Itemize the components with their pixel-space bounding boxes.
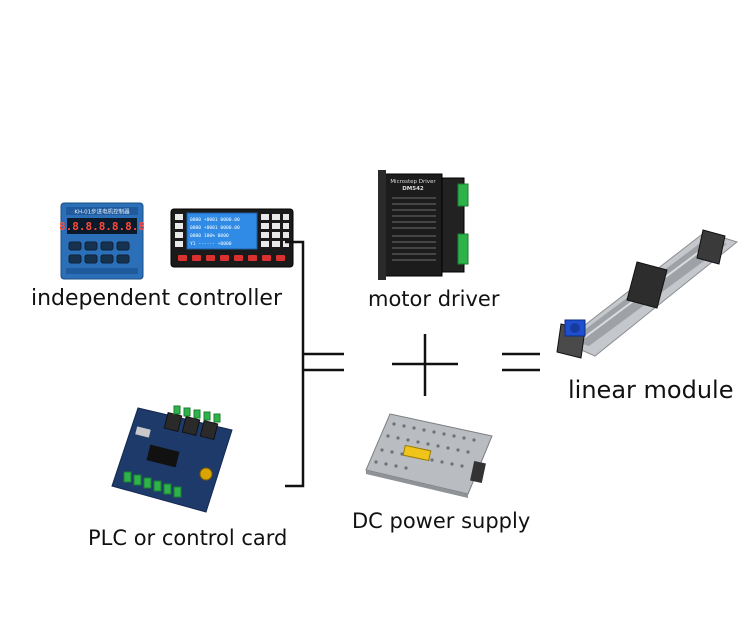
equals-sign-left xyxy=(300,350,346,374)
svg-text:0000 +0001 0000.00: 0000 +0001 0000.00 xyxy=(190,225,240,231)
driver-model: DM542 xyxy=(402,186,424,192)
label-motor-driver: motor driver xyxy=(368,287,500,311)
driver-title: Microstep Driver xyxy=(390,179,436,185)
label-linear-module: linear module xyxy=(568,376,734,404)
label-independent-controller: independent controller xyxy=(31,286,283,311)
controller-b-image: 0000 +0001 0000.00 0000 +0001 0000.00 00… xyxy=(170,208,294,268)
power-supply-image xyxy=(360,410,496,498)
bracket xyxy=(283,240,313,488)
equals-sign-right xyxy=(500,350,542,374)
svg-text:0000 100% 0000: 0000 100% 0000 xyxy=(190,233,229,239)
controller-a-title: KH-01步进电机控制器 xyxy=(74,208,130,216)
controller-a-image: KH-01步进电机控制器 8.8.8.8.8.8.8 xyxy=(60,202,144,280)
svg-text:Y1 ------ +0000: Y1 ------ +0000 xyxy=(190,241,232,247)
plc-board-image xyxy=(108,402,238,514)
motor-driver-image: Microstep Driver DM542 xyxy=(378,170,474,280)
label-power-supply: DC power supply xyxy=(352,509,531,533)
controller-a-display: 8.8.8.8.8.8.8 xyxy=(60,220,144,233)
controller-b-lcd-text: 0000 +0001 0000.00 0000 +0001 0000.00 00… xyxy=(190,217,240,247)
plus-sign xyxy=(390,332,460,398)
svg-text:0000 +0001 0000.00: 0000 +0001 0000.00 xyxy=(190,217,240,223)
label-plc: PLC or control card xyxy=(88,526,288,550)
linear-module-image xyxy=(555,228,741,360)
